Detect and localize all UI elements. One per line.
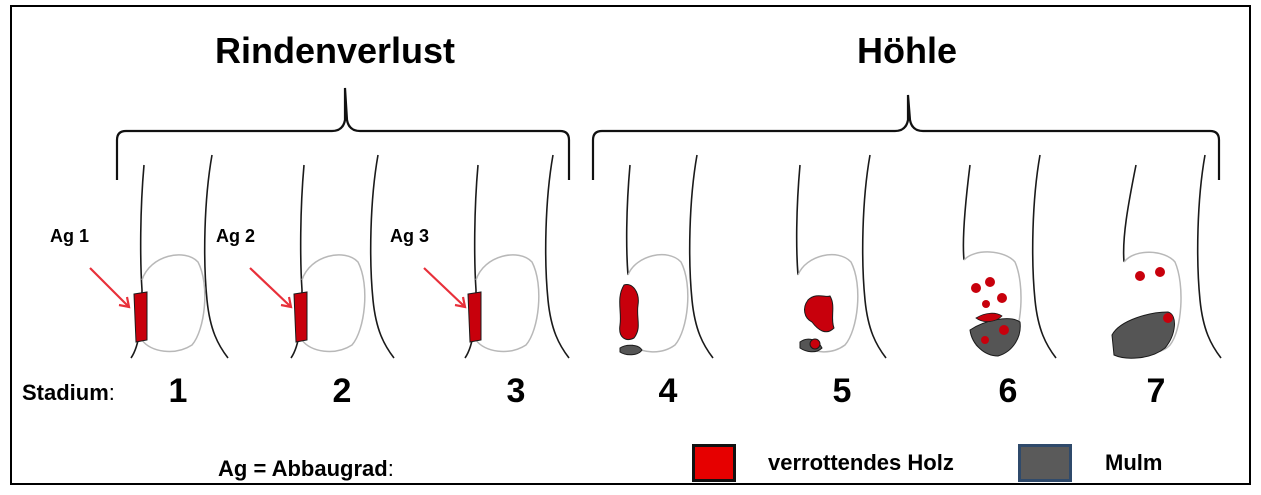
stage-number-6: 6 bbox=[988, 372, 1028, 411]
stage-2-drawing bbox=[291, 155, 394, 358]
decay-patch bbox=[134, 292, 147, 342]
decay-patch bbox=[294, 292, 307, 342]
stage-6-drawing bbox=[963, 155, 1056, 358]
decay-patch bbox=[468, 292, 481, 342]
trunk-right-outline bbox=[546, 155, 569, 358]
arrow-ag-1 bbox=[90, 268, 129, 307]
stage-4-drawing bbox=[620, 155, 713, 358]
trunk-left-outline bbox=[963, 165, 970, 260]
stage-3-drawing bbox=[465, 155, 569, 358]
trunk-right-outline bbox=[371, 155, 394, 358]
decay-patch bbox=[620, 284, 639, 339]
cavity-ring bbox=[476, 255, 539, 352]
ag-1-label: Ag 1 bbox=[50, 226, 89, 247]
trunk-right-outline bbox=[205, 155, 228, 358]
trunk-left-outline bbox=[1124, 165, 1136, 262]
mulm-patch bbox=[970, 319, 1020, 356]
decay-spot bbox=[810, 339, 820, 349]
bracket-rindenverlust bbox=[117, 88, 569, 180]
decay-spot bbox=[999, 325, 1009, 335]
arrow-ag-3 bbox=[424, 268, 465, 307]
cavity-ring bbox=[142, 255, 205, 352]
trunk-right-outline bbox=[690, 155, 713, 358]
mulm-patch bbox=[620, 345, 642, 355]
decay-spot bbox=[982, 300, 990, 308]
decay-spot bbox=[1155, 267, 1165, 277]
legend-label-mulm: Mulm bbox=[1105, 450, 1162, 476]
trunk-right-outline bbox=[1198, 155, 1221, 358]
cavity-ring bbox=[302, 255, 365, 352]
decay-spot bbox=[971, 283, 981, 293]
stage-number-7: 7 bbox=[1136, 372, 1176, 411]
trunk-right-outline bbox=[1033, 155, 1056, 358]
abbaugrad-legend: Ag = Abbaugrad: bbox=[218, 456, 394, 482]
arrow-ag-2 bbox=[250, 268, 291, 307]
bracket-hoehle bbox=[593, 95, 1219, 180]
stage-7-drawing bbox=[1112, 155, 1221, 358]
trunk-left-outline bbox=[627, 165, 630, 275]
decay-spot bbox=[997, 293, 1007, 303]
decay-patch bbox=[805, 296, 834, 332]
decay-spot bbox=[981, 336, 989, 344]
stage-1-drawing bbox=[131, 155, 228, 358]
stadium-label: Stadium: bbox=[22, 380, 115, 406]
stage-number-5: 5 bbox=[822, 372, 862, 411]
legend-label-verrottendes-holz: verrottendes Holz bbox=[768, 450, 954, 476]
stage-5-drawing bbox=[797, 155, 886, 358]
legend-swatch-mulm bbox=[1018, 444, 1072, 482]
decay-spot bbox=[1163, 313, 1173, 323]
stage-number-1: 1 bbox=[158, 372, 198, 411]
trunk-left-outline bbox=[797, 165, 800, 275]
ag-2-label: Ag 2 bbox=[216, 226, 255, 247]
ag-3-label: Ag 3 bbox=[390, 226, 429, 247]
header-rindenverlust: Rindenverlust bbox=[215, 30, 455, 72]
stage-number-4: 4 bbox=[648, 372, 688, 411]
legend-swatch-verrottendes-holz bbox=[692, 444, 736, 482]
decay-spot bbox=[1135, 271, 1145, 281]
trunk-right-outline bbox=[863, 155, 886, 358]
header-hoehle: Höhle bbox=[857, 30, 957, 72]
stage-number-2: 2 bbox=[322, 372, 362, 411]
decay-spot bbox=[985, 277, 995, 287]
stage-number-3: 3 bbox=[496, 372, 536, 411]
